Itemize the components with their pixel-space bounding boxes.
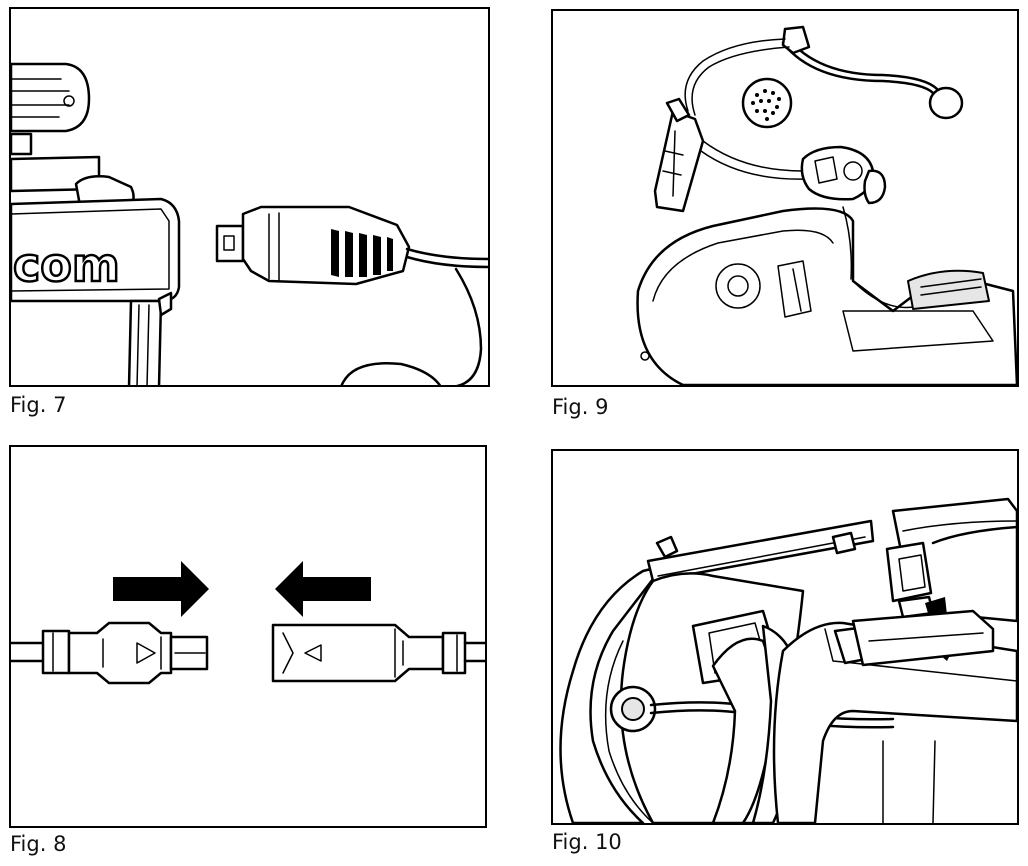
plug-housing	[241, 205, 411, 286]
figure-9-illustration	[551, 9, 1019, 387]
helmet-rim	[559, 564, 665, 823]
arrow-right-icon	[113, 561, 209, 617]
align-triangle-icon	[136, 642, 156, 664]
cheek-pad	[772, 621, 1017, 823]
figure-7-caption: Fig. 7	[10, 393, 67, 417]
right-cable	[463, 641, 485, 663]
strap-slot	[777, 260, 812, 318]
fig-9-drawing	[636, 25, 1017, 385]
figure-8-caption: Fig. 8	[10, 832, 67, 856]
device-brand-text: com	[13, 238, 120, 292]
fig-8-drawing	[11, 561, 485, 685]
figure-10-illustration	[551, 449, 1019, 825]
plug-tip	[215, 224, 245, 263]
battery-unit	[653, 109, 705, 213]
speaker	[741, 77, 793, 129]
cable	[405, 255, 488, 269]
fig-7-drawing: com	[11, 62, 488, 385]
figure-7-illustration: com	[9, 7, 490, 387]
mic-sponge	[928, 86, 964, 120]
female-connector	[271, 623, 445, 683]
align-triangle-receptacle-icon	[304, 644, 322, 662]
liner-top	[646, 519, 875, 583]
clip-unit	[11, 62, 91, 133]
male-connector	[67, 621, 173, 685]
figure-10-caption: Fig. 10	[552, 830, 622, 854]
left-cable	[11, 641, 47, 663]
helmet-shell	[636, 207, 1017, 385]
arrow-left-icon	[275, 561, 371, 617]
connector-cable	[931, 525, 1017, 545]
figure-9-caption: Fig. 9	[552, 395, 609, 419]
boom-mic-arm	[781, 41, 935, 95]
figure-8-illustration	[9, 445, 487, 828]
fig-10-drawing	[559, 497, 1017, 823]
insert-connector	[885, 541, 933, 603]
